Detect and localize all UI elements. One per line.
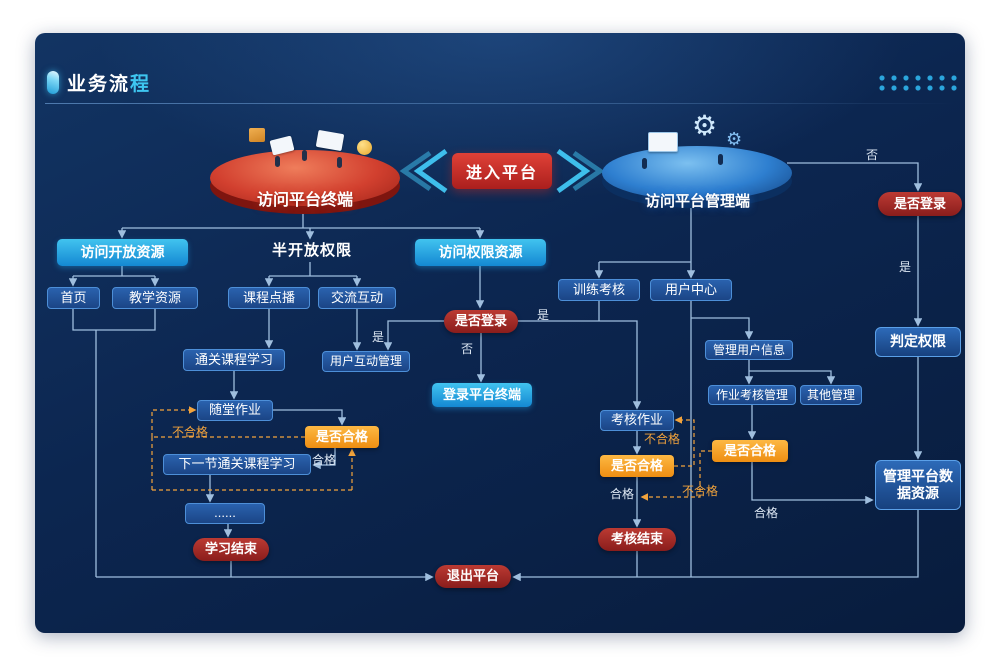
node-login-check-center: 是否登录: [444, 310, 518, 333]
person-icon: [302, 150, 307, 161]
page-title: 业务流程: [67, 69, 151, 96]
node-next-course-learning: 下一节通关课程学习: [163, 454, 311, 475]
node-login-check-right: 是否登录: [878, 192, 962, 216]
edge-label-qualified-right: 合格: [753, 506, 779, 520]
edge-label-unqualified-left: 不合格: [171, 425, 209, 439]
edge-label-unqualified-right: 不合格: [681, 484, 719, 498]
node-permission-resources: 访问权限资源: [415, 239, 546, 266]
node-course-ondemand: 课程点播: [228, 287, 310, 309]
node-exit-platform: 退出平台: [435, 565, 511, 588]
node-homework-assessment-management: 作业考核管理: [708, 385, 796, 405]
node-manage-platform-data: 管理平台数据资源: [875, 460, 961, 510]
hero-left-illustration: 访问平台终端: [205, 112, 405, 214]
node-class-homework: 随堂作业: [197, 400, 273, 421]
edge-label-no-center: 否: [460, 342, 474, 356]
node-study-end: 学习结束: [193, 538, 269, 561]
disc-top: [602, 146, 792, 200]
person-icon: [642, 158, 647, 169]
edge-label-no-top: 否: [865, 148, 879, 162]
edge-label-qualified-left: 合格: [311, 453, 337, 467]
node-home: 首页: [47, 287, 100, 309]
page-title-accent: 程: [130, 74, 152, 95]
node-semi-open-permission: 半开放权限: [271, 241, 352, 259]
edge-label-yes-right: 是: [898, 260, 912, 274]
coin-icon: [357, 140, 372, 155]
node-qualified-check-1: 是否合格: [305, 426, 379, 448]
hero-left-label: 访问平台终端: [256, 192, 353, 209]
edge-label-qualified-mid: 合格: [609, 487, 635, 501]
node-teaching-resources: 教学资源: [112, 287, 198, 309]
node-ellipsis: ......: [185, 503, 265, 524]
hero-right-label: 访问平台管理端: [644, 193, 750, 210]
node-manage-user-info: 管理用户信息: [705, 340, 793, 360]
node-assessment-end: 考核结束: [598, 528, 676, 551]
node-pass-course-learning: 通关课程学习: [183, 349, 285, 371]
gear-icon: ⚙: [726, 129, 743, 149]
node-assessment-homework: 考核作业: [600, 410, 674, 431]
node-judge-permission: 判定权限: [875, 327, 961, 357]
dot-grid-decoration: [876, 73, 960, 92]
page-title-main: 业务流: [67, 74, 131, 95]
slide-panel: [35, 33, 965, 633]
edge-label-yes-center: 是: [536, 308, 550, 322]
node-open-resources: 访问开放资源: [57, 239, 188, 266]
title-marker-icon: [47, 71, 59, 94]
node-user-interaction-management: 用户互动管理: [322, 351, 410, 372]
person-icon: [337, 157, 342, 168]
monitor-icon: [648, 132, 678, 152]
node-qualified-check-2: 是否合格: [600, 455, 674, 477]
enter-platform-badge: 进入平台: [452, 153, 552, 189]
edge-label-unqualified-mid: 不合格: [643, 432, 681, 446]
hero-right-illustration: ⚙ ⚙ 访问平台管理端: [600, 110, 795, 215]
box-icon: [249, 128, 265, 142]
gear-icon: ⚙: [692, 110, 718, 141]
node-user-center: 用户中心: [650, 279, 732, 301]
person-icon: [718, 154, 723, 165]
edge-label-yes-left: 是: [371, 330, 385, 344]
node-qualified-check-3: 是否合格: [712, 440, 788, 462]
node-other-management: 其他管理: [800, 385, 862, 405]
person-icon: [275, 156, 280, 167]
node-interaction: 交流互动: [318, 287, 396, 309]
node-training-assessment: 训练考核: [558, 279, 640, 301]
header-divider: [45, 103, 957, 104]
board-icon: [315, 129, 345, 152]
node-login-platform-terminal: 登录平台终端: [432, 383, 532, 407]
